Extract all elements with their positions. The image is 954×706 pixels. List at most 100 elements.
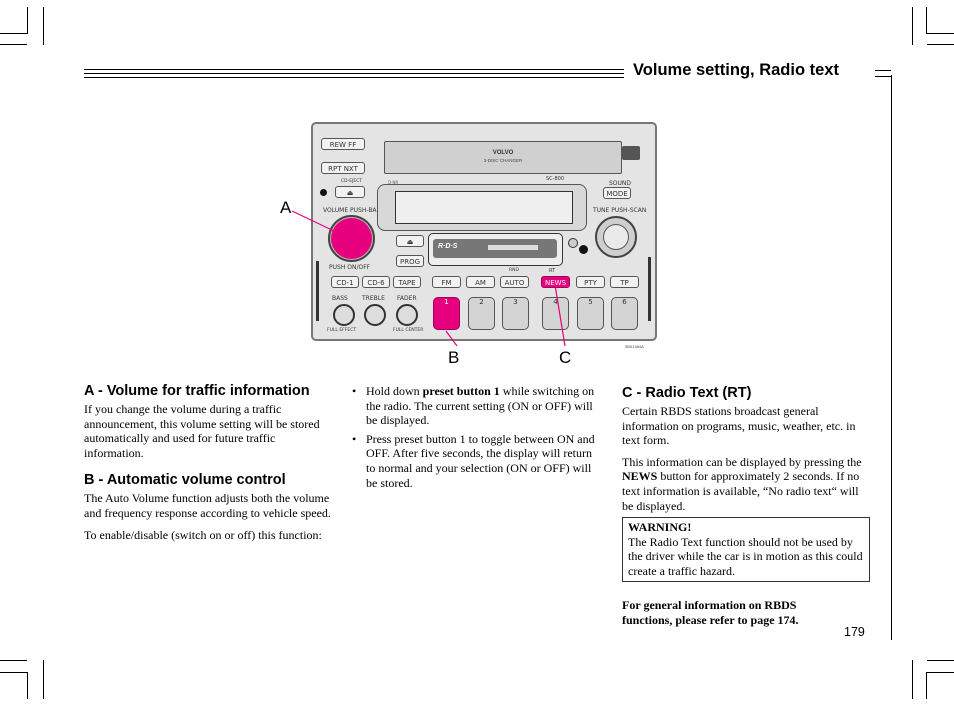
indicator-dot xyxy=(320,189,327,196)
header-rule xyxy=(84,69,624,70)
push-on-off-label: PUSH ON/OFF xyxy=(329,264,371,271)
section-c-p2-pre: This information can be displayed by pre… xyxy=(622,454,862,469)
crop-mark xyxy=(912,660,913,699)
eject-icon: ⏏ xyxy=(346,189,354,197)
warning-title: WARNING! xyxy=(628,520,692,534)
section-b-title: B - Automatic volume control xyxy=(84,472,286,489)
prog-button[interactable]: PROG xyxy=(396,255,424,267)
model-label: SC-800 xyxy=(546,176,565,182)
page-edge-rule xyxy=(891,75,892,640)
crop-mark xyxy=(927,33,954,34)
bullet-1-pre: Hold down xyxy=(366,384,423,398)
preset-button-6[interactable]: 6 xyxy=(611,297,638,330)
cd1-button[interactable]: CD-1 xyxy=(331,276,359,288)
preset-button-4[interactable]: 4 xyxy=(542,297,569,330)
tune-knob[interactable] xyxy=(595,216,637,258)
crop-mark xyxy=(912,7,913,45)
preset-button-5[interactable]: 5 xyxy=(577,297,604,330)
bullet-item: Press preset button 1 to toggle between … xyxy=(352,432,602,490)
cd6-button[interactable]: CD-6 xyxy=(362,276,390,288)
cd-eject-label: CD-EJECT xyxy=(341,179,363,184)
rpt-nxt-button[interactable]: RPT NXT xyxy=(321,162,365,174)
cd-slot: VOLVO 3-DISC CHANGER xyxy=(384,141,622,174)
fader-label: FADER xyxy=(397,295,417,302)
crop-mark xyxy=(27,7,28,34)
callout-c: C xyxy=(559,348,572,367)
tape-button[interactable]: TAPE xyxy=(393,276,421,288)
footer-note: For general information on RBDS function… xyxy=(622,598,799,627)
column-right: C - Radio Text (RT) Certain RBDS station… xyxy=(622,385,872,520)
mode-button[interactable]: MODE xyxy=(603,187,631,199)
callout-b: B xyxy=(448,348,460,367)
page-title: Volume setting, Radio text xyxy=(633,61,839,79)
page-number: 179 xyxy=(844,625,865,639)
bass-label: BASS xyxy=(332,295,348,302)
preset-button-3[interactable]: 3 xyxy=(502,297,529,330)
volume-label: VOLUME PUSH-BAL xyxy=(323,207,380,214)
rds-logo: R·D·S xyxy=(438,243,458,250)
section-b-p2: To enable/disable (switch on or off) thi… xyxy=(84,527,322,542)
crop-mark xyxy=(0,44,27,45)
bullet-list: Hold down preset button 1 while switchin… xyxy=(352,384,602,490)
display-window xyxy=(395,191,573,224)
tp-button[interactable]: TP xyxy=(610,276,639,288)
crop-mark xyxy=(927,660,954,661)
crop-mark xyxy=(0,660,27,661)
crop-mark xyxy=(927,672,954,673)
radio-brand: VOLVO xyxy=(492,150,514,156)
tune-knob-center xyxy=(603,224,629,250)
radio-unit: VOLVO 3-DISC CHANGER REW FF RPT NXT CD-E… xyxy=(311,122,657,341)
volume-knob[interactable] xyxy=(331,218,372,259)
fader-knob[interactable] xyxy=(396,304,418,326)
column-left: A - Volume for traffic information If yo… xyxy=(84,383,336,549)
small-knob[interactable] xyxy=(568,238,578,248)
display-housing xyxy=(377,184,587,231)
section-b-p1: The Auto Volume function adjusts both th… xyxy=(84,491,331,520)
rew-ff-button[interactable]: REW FF xyxy=(321,138,365,150)
header-rule xyxy=(84,73,624,74)
section-c-p1: Certain RBDS stations broadcast general … xyxy=(622,404,856,448)
disc-logo xyxy=(622,146,640,160)
fm-button[interactable]: FM xyxy=(432,276,461,288)
warning-text: The Radio Text function should not be us… xyxy=(628,534,863,578)
section-a-text: If you change the volume during a traffi… xyxy=(84,402,320,460)
crop-mark xyxy=(43,7,44,45)
crop-mark xyxy=(0,33,27,34)
section-a-title: A - Volume for traffic information xyxy=(84,383,310,399)
tune-label: TUNE PUSH-SCAN xyxy=(593,207,647,214)
full-effect-label: FULL EFFECT xyxy=(327,328,357,333)
crop-mark xyxy=(927,44,954,45)
crop-mark xyxy=(27,672,28,699)
auto-button[interactable]: AUTO xyxy=(500,276,529,288)
eject-icon: ⏏ xyxy=(406,238,414,246)
treble-knob[interactable] xyxy=(364,304,386,326)
news-button[interactable]: NEWS xyxy=(541,276,570,288)
figure-code: 3B01384A xyxy=(625,344,644,349)
bass-knob[interactable] xyxy=(333,304,355,326)
preset-button-1[interactable]: 1 xyxy=(433,297,460,330)
tape-eject-button[interactable]: ⏏ xyxy=(396,235,424,247)
preset-button-2[interactable]: 2 xyxy=(468,297,495,330)
cd-eject-button[interactable]: ⏏ xyxy=(335,186,365,198)
crop-mark xyxy=(43,660,44,699)
section-b-body: The Auto Volume function adjusts both th… xyxy=(84,491,336,542)
bullet-1-bold: preset button 1 xyxy=(422,384,500,398)
callout-a: A xyxy=(280,198,292,217)
section-c-p2-bold: NEWS xyxy=(622,469,658,484)
warning-box: WARNING! The Radio Text function should … xyxy=(622,517,870,582)
side-bar xyxy=(648,257,651,321)
section-c-title: C - Radio Text (RT) xyxy=(622,385,752,401)
indicator-dot xyxy=(579,245,588,254)
bullet-1-post: while switching on the radio. The curren… xyxy=(366,384,595,428)
header-rule xyxy=(875,76,891,77)
am-button[interactable]: AM xyxy=(466,276,495,288)
sound-label: SOUND xyxy=(609,180,632,187)
header-rule xyxy=(875,70,891,71)
pty-button[interactable]: PTY xyxy=(576,276,605,288)
side-bar xyxy=(316,261,319,321)
header-rule xyxy=(84,77,624,78)
rds-panel: R·D·S xyxy=(428,233,563,266)
crop-mark xyxy=(926,672,927,699)
section-c-body: Certain RBDS stations broadcast general … xyxy=(622,404,872,513)
